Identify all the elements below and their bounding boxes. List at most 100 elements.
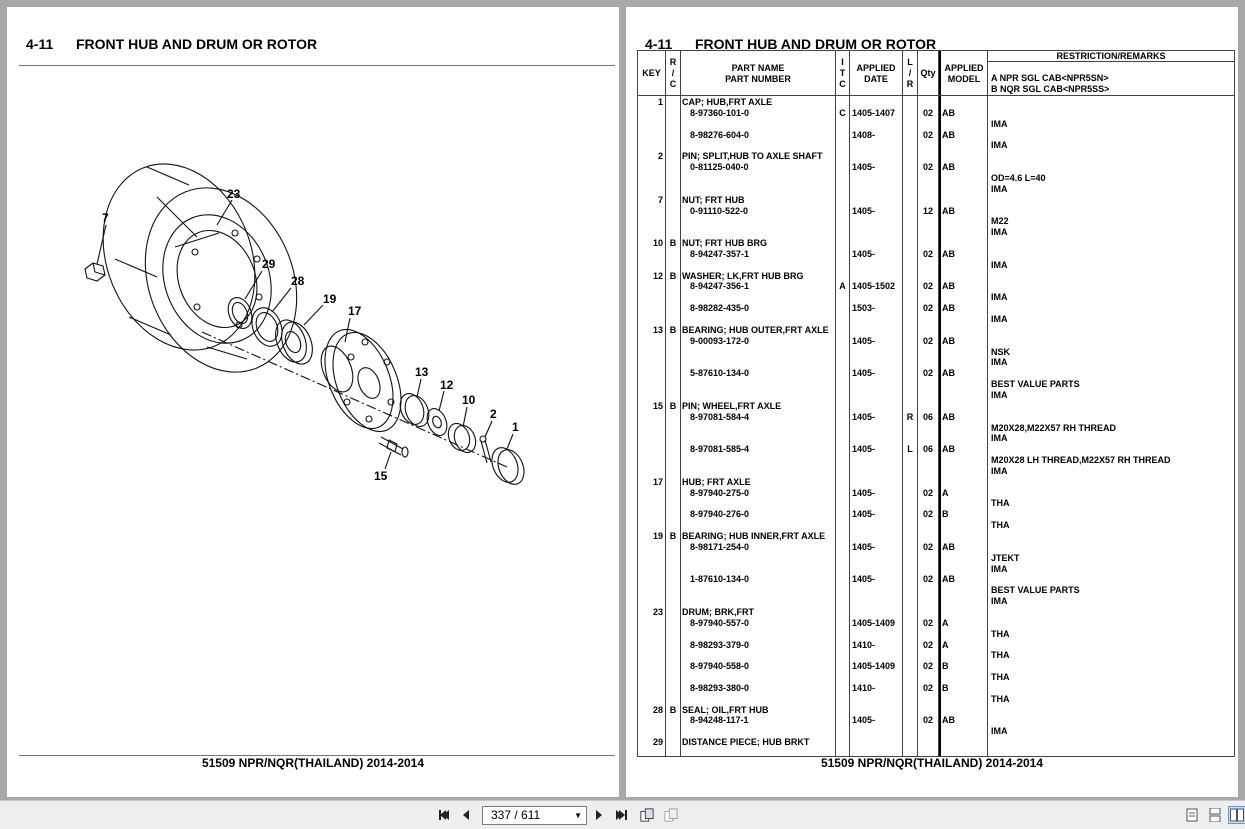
diagram-label-12: 12	[440, 378, 454, 392]
bearing-nut-part	[447, 422, 477, 454]
row-remark: THA	[991, 498, 1010, 509]
row-model: A	[942, 617, 949, 628]
row-qty: 02	[922, 129, 933, 140]
row-part-number: 8-94247-357-1	[690, 248, 750, 259]
row-qty: 02	[922, 107, 933, 118]
row-part-number: 8-94247-356-1	[690, 281, 750, 292]
row-model: AB	[942, 129, 955, 140]
row-model: AB	[942, 368, 955, 379]
row-date: 1405-	[852, 411, 876, 422]
row-part-number: 9-00093-172-0	[690, 335, 750, 346]
diagram-label-28: 28	[291, 274, 305, 288]
row-remark: BEST VALUE PARTS	[991, 379, 1080, 390]
page-footer-right: 51509 NPR/NQR(THAILAND) 2014-2014	[820, 756, 1044, 770]
row-remark: IMA	[991, 118, 1008, 129]
facing-page-icon[interactable]	[1228, 806, 1245, 824]
row-part-number: 8-97360-101-0	[690, 107, 750, 118]
inner-bearing-part	[275, 319, 313, 365]
row-model: AB	[942, 335, 955, 346]
row-qty: 02	[922, 541, 933, 552]
row-part-name: BEARING; HUB OUTER,FRT AXLE	[682, 324, 829, 335]
row-remark: IMA	[991, 227, 1008, 238]
row-part-number: 8-98276-604-0	[690, 129, 750, 140]
row-itc: C	[839, 107, 846, 118]
row-date: 1405-1409	[852, 617, 896, 628]
row-remark: BEST VALUE PARTS	[991, 585, 1080, 596]
row-part-name: PIN; WHEEL,FRT AXLE	[682, 400, 782, 411]
outer-bearing-part	[404, 395, 430, 427]
row-date: 1405-	[852, 248, 876, 259]
row-model: B	[942, 509, 949, 520]
row-remark: IMA	[991, 389, 1008, 400]
row-part-number: 8-97940-557-0	[690, 617, 750, 628]
row-qty: 02	[922, 335, 933, 346]
row-part-number: 8-97081-585-4	[690, 444, 750, 455]
row-qty: 06	[922, 411, 933, 422]
copy-page-icon[interactable]	[664, 808, 678, 822]
row-model: AB	[942, 444, 955, 455]
prev-page-icon[interactable]	[459, 808, 473, 822]
row-date: 1405-	[852, 335, 876, 346]
row-model: AB	[942, 107, 955, 118]
row-remark: IMA	[991, 726, 1008, 737]
row-part-number: 8-98293-380-0	[690, 682, 750, 693]
diagram-label-10: 10	[462, 393, 476, 407]
row-key: 2	[657, 151, 663, 162]
row-date: 1405-1407	[852, 107, 896, 118]
row-qty: 02	[922, 248, 933, 259]
row-model: AB	[942, 162, 955, 173]
row-remark: IMA	[991, 596, 1008, 607]
row-part-number: 1-87610-134-0	[690, 574, 750, 585]
row-remark: IMA	[991, 465, 1008, 476]
extract-page-icon[interactable]	[640, 808, 654, 822]
row-part-number: 8-97940-275-0	[690, 487, 750, 498]
row-part-name: CAP; HUB,FRT AXLE	[682, 97, 773, 107]
header-part: PART NAME PART NUMBER	[681, 63, 835, 85]
page-number-field[interactable]: 337 / 611 ▼	[482, 806, 587, 825]
row-qty: 02	[922, 509, 933, 520]
next-page-icon[interactable]	[592, 808, 606, 822]
row-key: 15	[652, 400, 663, 411]
continuous-page-icon[interactable]	[1208, 808, 1222, 822]
row-part-name: WASHER; LK,FRT HUB BRG	[682, 270, 804, 281]
row-lr: R	[906, 411, 914, 422]
row-date: 1405-	[852, 162, 876, 173]
hub-cap-part	[491, 447, 525, 485]
first-page-icon[interactable]	[437, 808, 451, 822]
row-qty: 02	[922, 715, 933, 726]
row-qty: 12	[922, 205, 933, 216]
row-model: A	[942, 639, 949, 650]
row-date: 1405-1409	[852, 661, 896, 672]
row-part-number: 8-98293-379-0	[690, 639, 750, 650]
row-part-name: SEAL; OIL,FRT HUB	[682, 704, 769, 715]
row-date: 1410-	[852, 639, 876, 650]
row-lr: L	[907, 444, 913, 455]
section-number: 4-11	[26, 36, 54, 52]
row-date: 1405-	[852, 541, 876, 552]
row-remark: IMA	[991, 357, 1008, 368]
row-date: 1405-	[852, 574, 876, 585]
diagram-label-2: 2	[490, 407, 497, 421]
row-part-name: DRUM; BRK,FRT	[682, 606, 754, 617]
row-date: 1405-1502	[852, 281, 896, 292]
row-part-name: HUB; FRT AXLE	[682, 476, 751, 487]
single-page-icon[interactable]	[1185, 808, 1199, 822]
page-dropdown-icon[interactable]: ▼	[574, 811, 582, 820]
page-footer-left: 51509 NPR/NQR(THAILAND) 2014-2014	[201, 756, 425, 770]
row-qty: 02	[922, 639, 933, 650]
last-page-icon[interactable]	[614, 808, 628, 822]
brake-drum-part	[102, 163, 298, 373]
row-part-number: 8-94248-117-1	[690, 715, 749, 726]
row-rc: B	[669, 238, 677, 249]
row-remark: THA	[991, 693, 1010, 704]
row-remark: OD=4.6 L=40	[991, 172, 1046, 183]
row-model: A	[942, 487, 949, 498]
wheel-pin-part	[378, 436, 409, 458]
row-date: 1503-	[852, 303, 876, 314]
row-qty: 02	[922, 281, 933, 292]
row-date: 1405-	[852, 205, 876, 216]
diagram-label-17: 17	[348, 304, 362, 318]
